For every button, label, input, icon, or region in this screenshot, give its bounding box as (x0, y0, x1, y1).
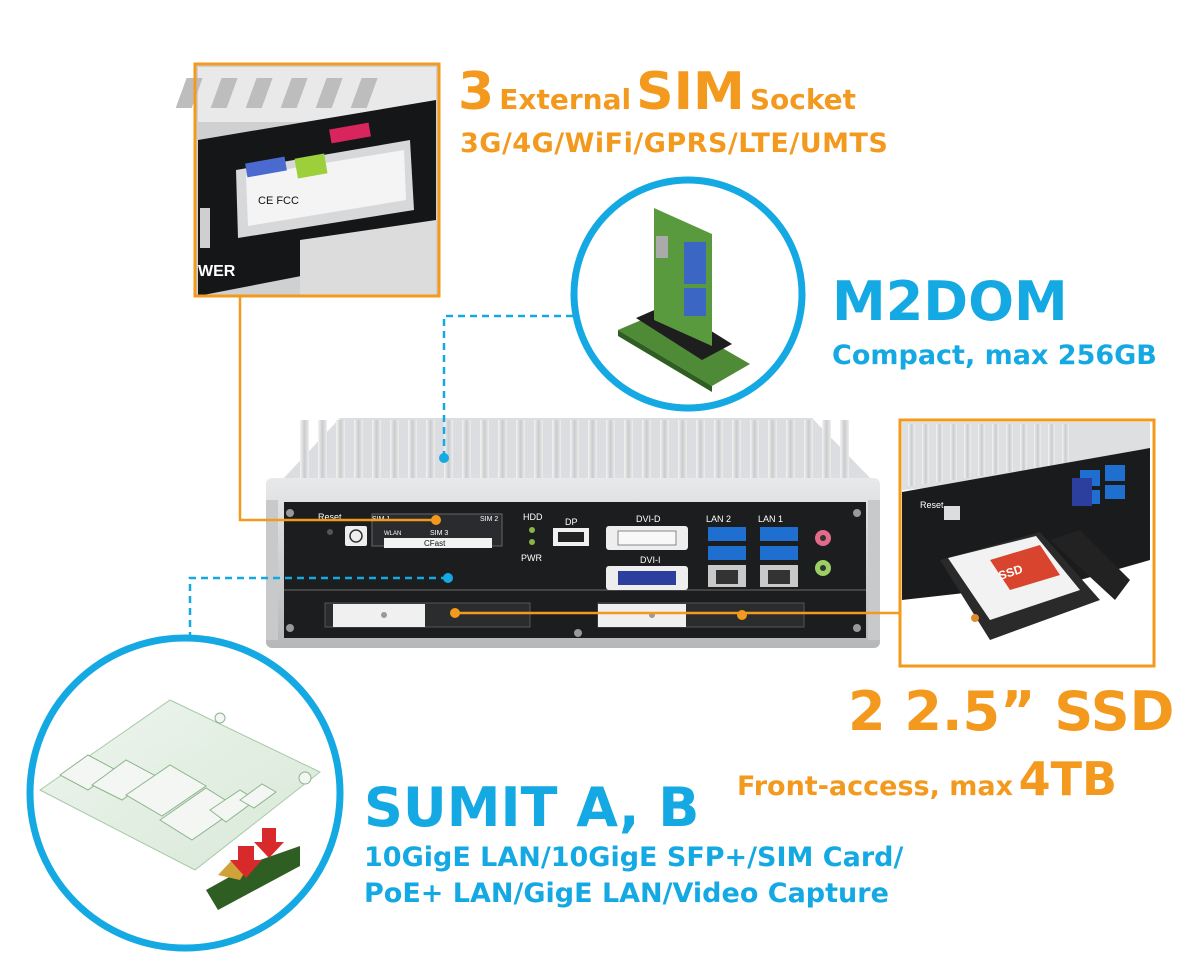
ssd-subtitle: Front-access, max 4TB (737, 752, 1117, 806)
hdd-led (529, 527, 535, 533)
lan1-label: LAN 1 (758, 514, 783, 524)
sim-word-sim: SIM (636, 62, 745, 122)
lan2-label: LAN 2 (706, 514, 731, 524)
sim-word-socket: Socket (749, 83, 857, 116)
dp-label: DP (565, 517, 578, 527)
usb-port[interactable] (708, 527, 746, 541)
cfast-label: CFast (424, 539, 446, 548)
ce-marking: CE FCC (258, 195, 299, 207)
sim-count: 3 (458, 62, 495, 122)
ssd-capacity: 4TB (1018, 752, 1118, 806)
reset-label-inset: Reset (920, 500, 944, 510)
dvid-label: DVI-D (636, 514, 661, 524)
pwr-led (529, 539, 535, 545)
power-button[interactable] (345, 526, 367, 546)
ssd-subtitle-prefix: Front-access, max (737, 771, 1014, 802)
wlan-label: WLAN (384, 531, 401, 537)
hdd-label: HDD (523, 512, 543, 522)
m2dom-inset (570, 176, 806, 412)
usb-port[interactable] (760, 527, 798, 541)
sim-word-external: External (499, 83, 632, 116)
pwr-label: PWR (521, 553, 542, 563)
reset-button[interactable] (327, 529, 333, 535)
ssd-inset: Reset SSD (898, 418, 1156, 668)
sim-socket-heading: 3 External SIM Socket (458, 62, 856, 122)
sumit-subtitle-line1: 10GigE LAN/10GigE SFP+/SIM Card/ (364, 842, 904, 873)
sim2-label: SIM 2 (480, 516, 498, 523)
sim3-label: SIM 3 (430, 530, 448, 537)
sim-socket-inset: CE FCC WER (175, 62, 441, 298)
sumit-subtitle-line2: PoE+ LAN/GigE LAN/Video Capture (364, 878, 889, 909)
usb-port[interactable] (760, 546, 798, 560)
m2dom-subtitle: Compact, max 256GB (832, 340, 1157, 371)
reset-label: Reset (318, 512, 342, 522)
power-label-inset: WER (198, 263, 236, 280)
heatsink-fins (300, 420, 849, 482)
m2dom-heading: M2DOM (832, 270, 1068, 333)
ssd-heading: 2 2.5” SSD (848, 680, 1175, 743)
sumit-heading: SUMIT A, B (364, 776, 700, 839)
sim-socket-subtitle: 3G/4G/WiFi/GPRS/LTE/UMTS (460, 128, 889, 159)
usb-port[interactable] (708, 546, 746, 560)
sumit-inset (26, 634, 344, 952)
callout-lines (188, 296, 900, 640)
dvii-label: DVI-I (640, 555, 661, 565)
